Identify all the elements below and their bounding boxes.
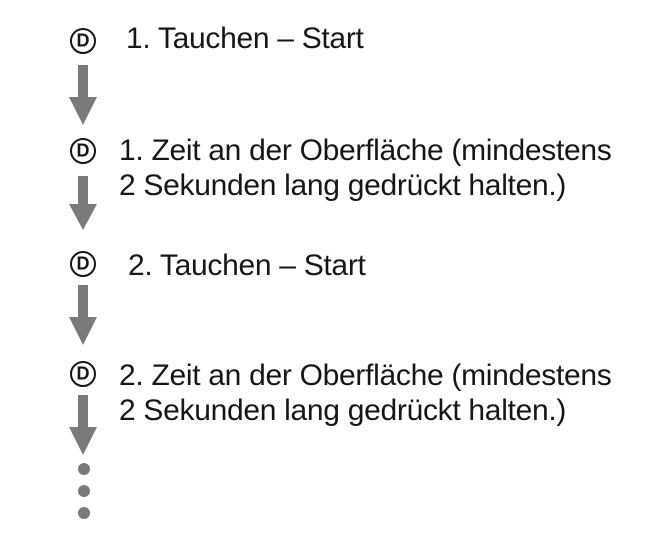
ellipsis-dot: [78, 463, 90, 475]
circled-d-letter: D: [76, 363, 90, 384]
step-label: 2. Tauchen – Start: [128, 248, 366, 283]
ellipsis-dot: [78, 485, 90, 497]
step-label: 2. Zeit an der Oberfläche (mindestens 2 …: [119, 358, 612, 428]
circled-d-icon: D: [70, 251, 96, 277]
step-label-line: 2 Sekunden lang gedrückt halten.): [119, 394, 567, 427]
step-label-line: 1. Zeit an der Oberfläche (mindestens: [119, 134, 612, 167]
step-label-line: 1. Tauchen – Start: [126, 22, 364, 55]
circled-d-letter: D: [76, 253, 90, 274]
arrow-down-icon: [69, 176, 97, 230]
circled-d-icon: D: [70, 28, 96, 54]
step-label-line: 2 Sekunden lang gedrückt halten.): [119, 169, 567, 202]
step-label-line: 2. Tauchen – Start: [128, 249, 366, 282]
step-label: 1. Zeit an der Oberfläche (mindestens 2 …: [119, 133, 612, 203]
ellipsis-dot: [78, 507, 90, 519]
arrow-down-icon: [69, 65, 97, 125]
step-label: 1. Tauchen – Start: [126, 21, 364, 56]
circled-d-icon: D: [70, 361, 96, 387]
arrow-down-icon: [69, 285, 97, 345]
step-label-line: 2. Zeit an der Oberfläche (mindestens: [119, 359, 612, 392]
circled-d-letter: D: [76, 140, 90, 161]
arrow-down-icon: [69, 395, 97, 455]
circled-d-icon: D: [70, 138, 96, 164]
circled-d-letter: D: [76, 30, 90, 51]
